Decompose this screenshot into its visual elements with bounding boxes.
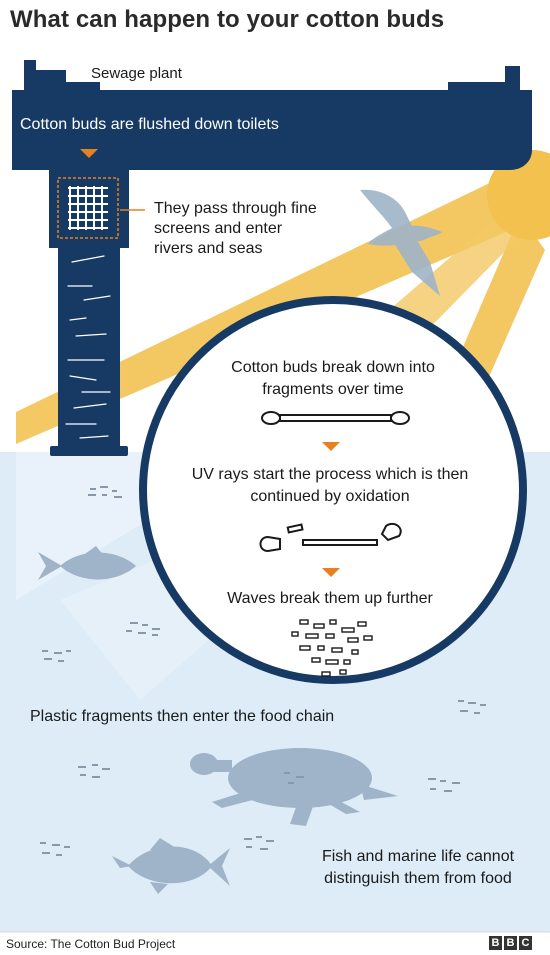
bird-icon (360, 189, 442, 296)
fish-marine-label: Fish and marine life cannot distinguish … (321, 848, 515, 887)
sewage-plant-building (12, 60, 532, 170)
sewage-pipe (49, 168, 129, 248)
bbc-logo-letter: B (489, 936, 502, 950)
break-down-label: Cotton buds break down into fragments ov… (231, 359, 435, 398)
plastic-fragments-icon (291, 619, 373, 677)
grid-screen-icon (68, 186, 108, 230)
food-chain-label: Plastic fragments then enter the food ch… (30, 708, 335, 725)
arrow-down-icon (80, 149, 98, 158)
arrow-down-icon (322, 568, 340, 577)
fish-icon (38, 546, 136, 580)
cotton-buds-in-pipe (65, 255, 111, 439)
bbc-logo: B B C (489, 936, 532, 950)
screen-box (57, 177, 119, 239)
process-circle (139, 296, 527, 684)
waves-label: Waves break them up further (227, 590, 433, 607)
cotton-bud-icon (261, 411, 410, 425)
flushed-label: Cotton buds are flushed down toilets (20, 116, 279, 133)
infographic-title: What can happen to your cotton buds (10, 6, 445, 33)
bbc-logo-letter: C (519, 936, 532, 950)
source-credit: Source: The Cotton Bud Project (6, 937, 176, 951)
bbc-logo-letter: B (504, 936, 517, 950)
sewage-pipe-lower (58, 245, 120, 450)
water-fragments (40, 486, 486, 856)
uv-rays-label: UV rays start the process which is then … (191, 466, 469, 505)
pipe-outlet (50, 446, 128, 456)
screens-label: They pass through fine screens and enter… (154, 200, 317, 257)
sun-icon (487, 150, 550, 240)
arrow-down-icon (322, 442, 340, 451)
broken-cotton-bud-icon (259, 522, 402, 553)
sewage-plant-label: Sewage plant (91, 65, 182, 82)
fish-icon (112, 838, 230, 894)
